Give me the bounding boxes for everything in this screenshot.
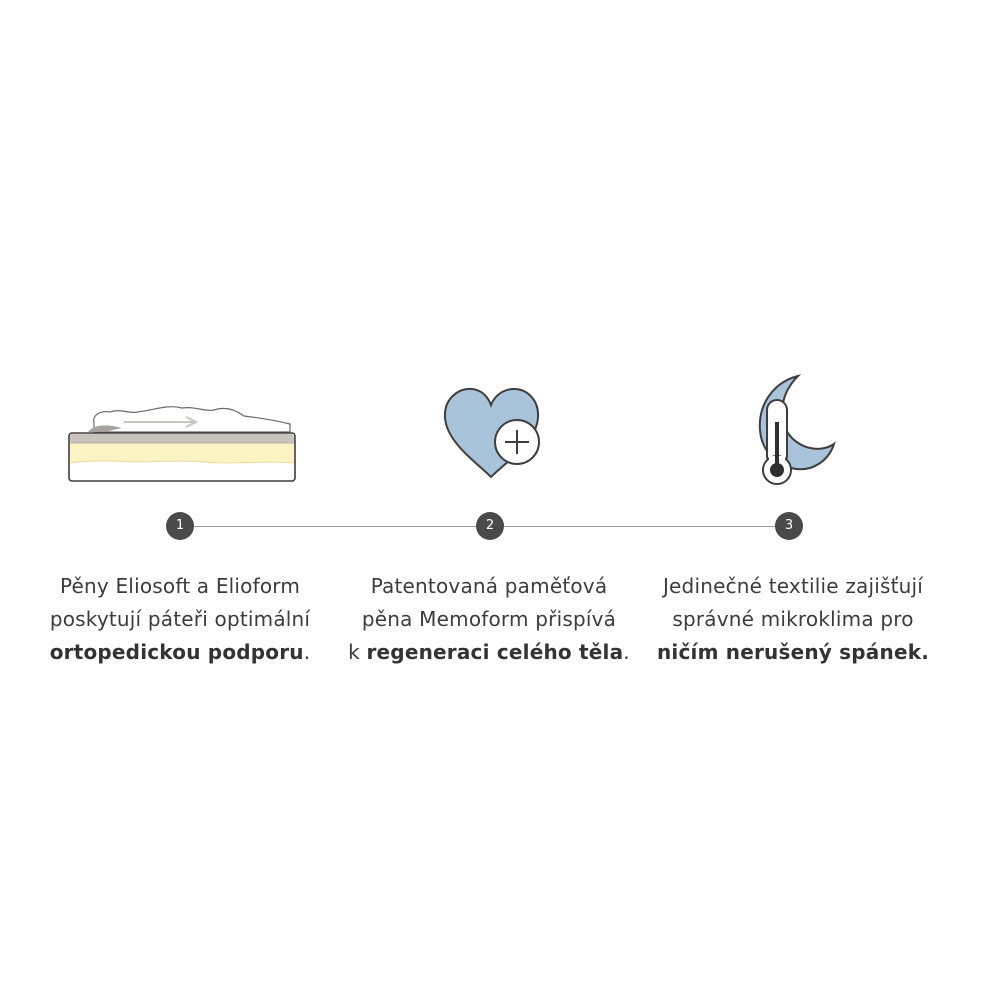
step-2-tail: . bbox=[623, 640, 630, 664]
step-1-highlight: ortopedickou podporu bbox=[49, 640, 304, 664]
moon-thermometer-icon bbox=[758, 374, 836, 485]
step-3-caption: Jedinečné textilie zajišťují správné mik… bbox=[643, 570, 943, 669]
step-2-number: 2 bbox=[476, 512, 504, 540]
step-1-tail: . bbox=[303, 640, 311, 664]
step-1-number: 1 bbox=[166, 512, 194, 540]
step-1-line-2: poskytují páteři optimální bbox=[49, 607, 311, 631]
step-3-highlight: ničím nerušený spánek. bbox=[656, 640, 930, 664]
step-1-line-1: Pěny Eliosoft a Elioform bbox=[59, 574, 301, 598]
step-2-highlight: regeneraci celého těla bbox=[366, 640, 624, 664]
mattress-layers-icon bbox=[68, 406, 296, 482]
step-2-line-1: Patentovaná paměťová bbox=[370, 574, 608, 598]
step-2-caption: Patentovaná paměťová pěna Memoform přisp… bbox=[339, 570, 639, 669]
step-3-line-2: správné mikroklima pro bbox=[672, 607, 914, 631]
step-3-number: 3 bbox=[775, 512, 803, 540]
step-2-lead: k bbox=[348, 640, 367, 664]
step-2-line-2: pěna Memoform přispívá bbox=[361, 607, 617, 631]
step-1-caption: Pěny Eliosoft a Elioform poskytují páteř… bbox=[30, 570, 330, 669]
heart-plus-icon bbox=[443, 387, 540, 479]
step-3-line-1: Jedinečné textilie zajišťují bbox=[662, 574, 924, 598]
